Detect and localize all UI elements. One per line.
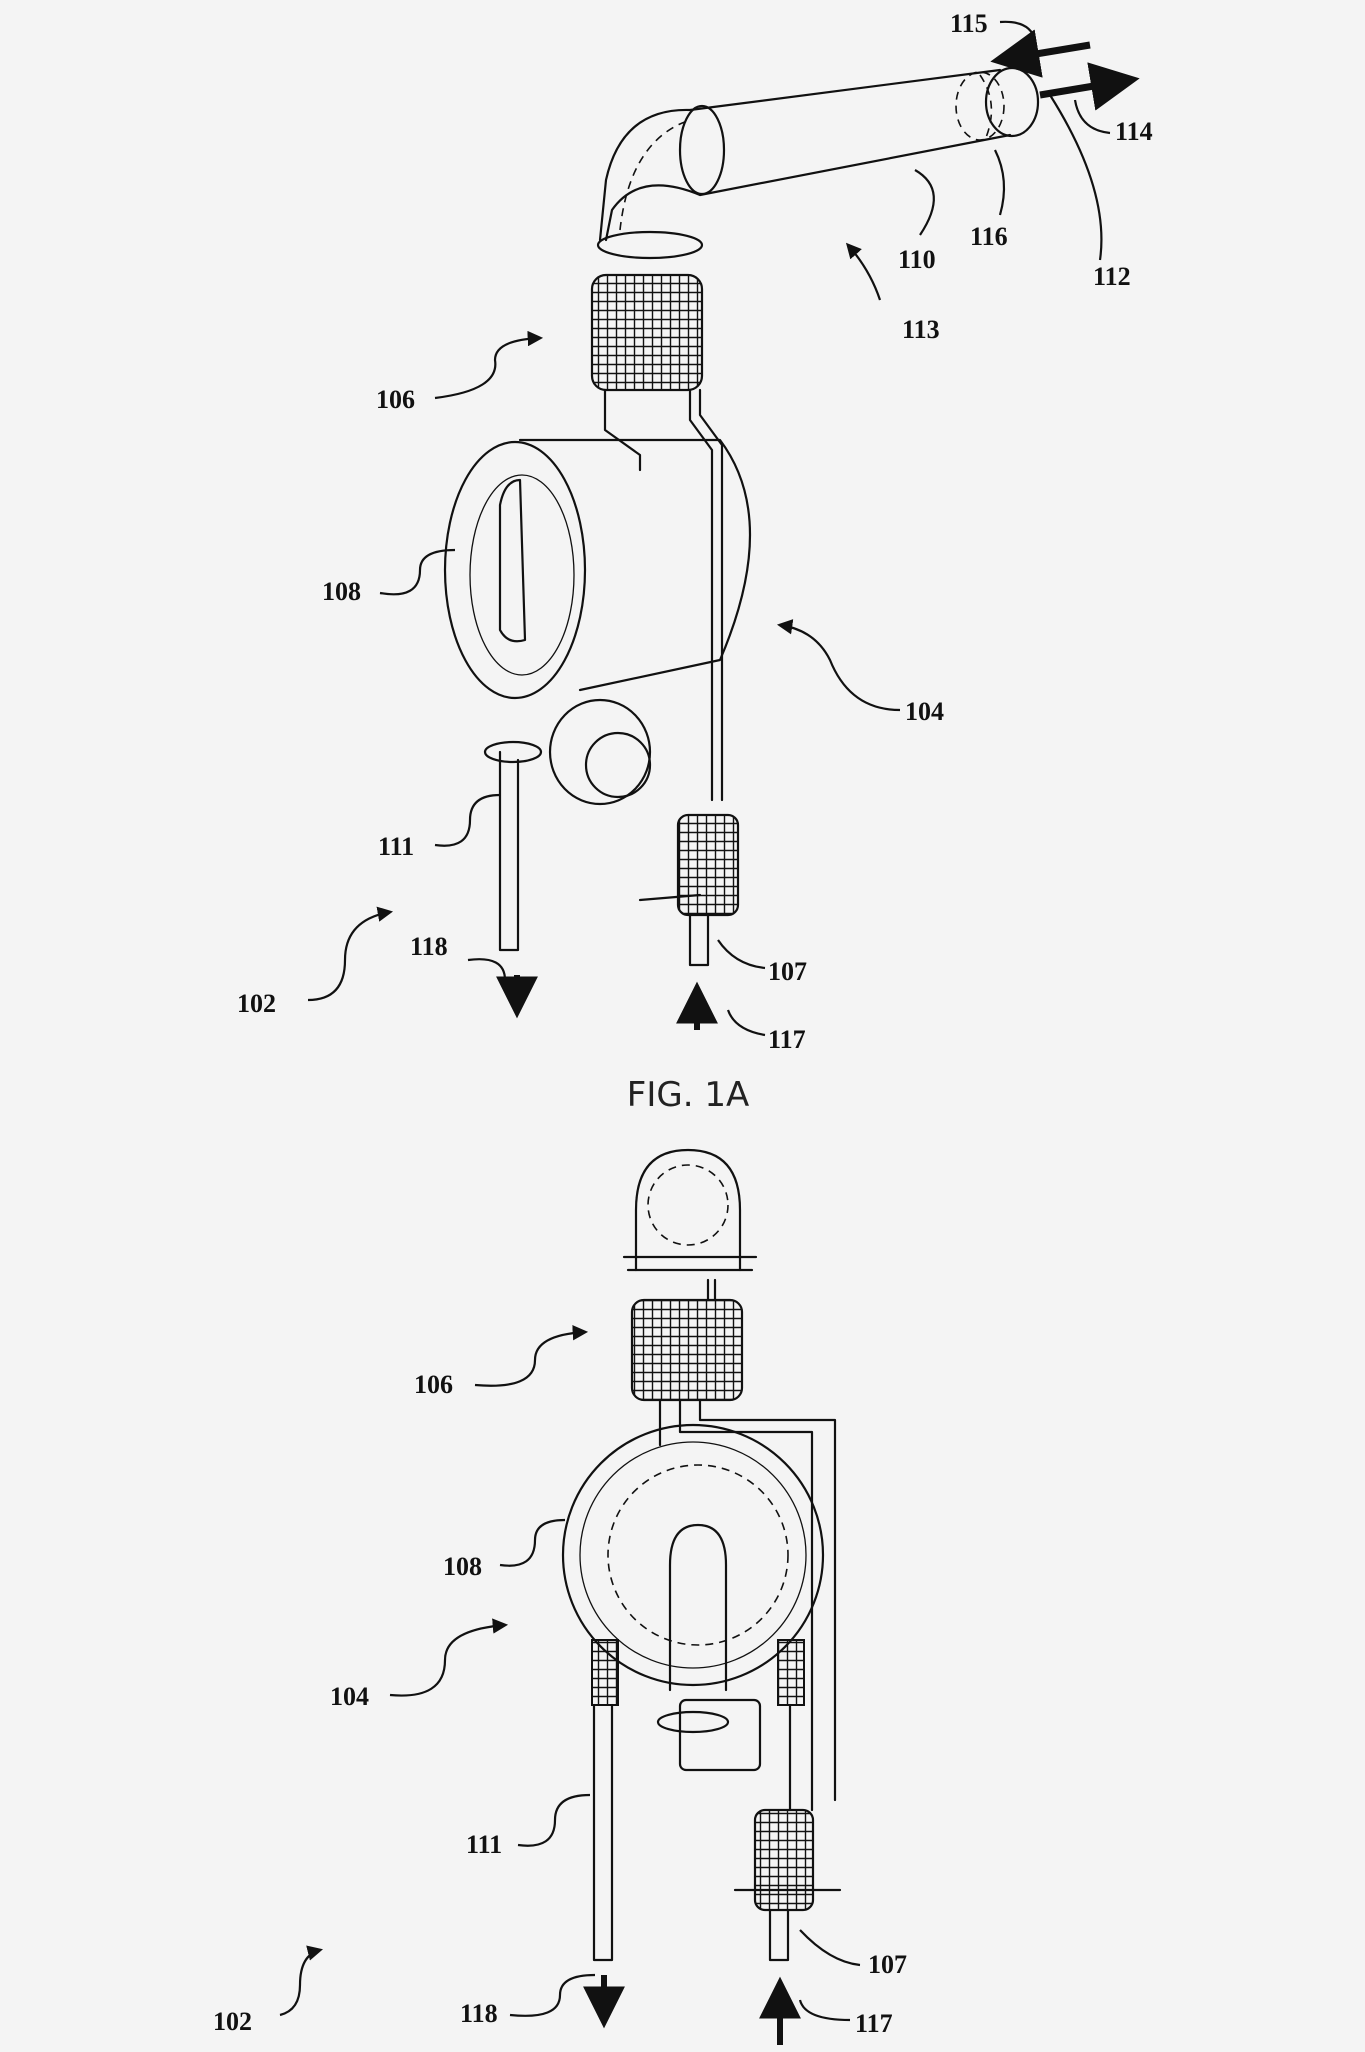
label-114: 114 (1115, 117, 1153, 146)
label-116: 116 (970, 222, 1008, 251)
elbow-tube (598, 68, 1012, 242)
pump-housing (518, 438, 752, 692)
leaders-1b (279, 1325, 861, 2022)
outlet-pipe-b (592, 1703, 614, 1962)
leaders-1a (307, 20, 1111, 1037)
inlet-pipe (638, 893, 710, 967)
label-102-b: 102 (213, 2007, 252, 2036)
motor-cap (548, 698, 652, 806)
u-tube-loop (498, 478, 527, 643)
label-117-b: 117 (855, 2009, 893, 2038)
lower-mesh-filter (676, 813, 740, 917)
label-111-a: 111 (378, 832, 414, 861)
upper-mesh-filter (590, 273, 704, 392)
label-118-b: 118 (460, 1999, 498, 2028)
tube-opening (678, 104, 726, 196)
tube-end-cap (984, 66, 1040, 138)
flow-arrows-1b (583, 1975, 801, 2045)
label-108-a: 108 (322, 577, 361, 606)
flange-ring (596, 230, 704, 260)
inlet-pipe-b (733, 1888, 842, 1962)
label-112: 112 (1093, 262, 1131, 291)
label-113: 113 (902, 315, 940, 344)
motor-block-b (678, 1698, 762, 1772)
pump-face (443, 440, 587, 700)
flow-arrows-1a (496, 29, 1140, 1030)
label-115: 115 (950, 9, 988, 38)
label-104-a: 104 (905, 697, 944, 726)
upper-mesh-filter-b (630, 1298, 744, 1402)
figure-1a-device (443, 66, 1040, 967)
tube-top-view (634, 1148, 742, 1272)
outlet-pipe (498, 750, 520, 952)
label-106-b: 106 (414, 1370, 453, 1399)
label-118-a: 118 (410, 932, 448, 961)
label-110: 110 (898, 245, 936, 274)
figure-caption-1a: FIG. 1A (627, 1075, 749, 1115)
label-111-b: 111 (466, 1830, 502, 1859)
u-tube-b (668, 1523, 728, 1692)
label-104-b: 104 (330, 1682, 369, 1711)
label-108-b: 108 (443, 1552, 482, 1581)
figure-1b-device (561, 1148, 842, 1962)
label-107-b: 107 (868, 1950, 907, 1979)
label-107-a: 107 (768, 957, 807, 986)
label-106-a: 106 (376, 385, 415, 414)
lower-mesh-filter-b (753, 1808, 815, 1912)
label-102-a: 102 (237, 989, 276, 1018)
pump-face-b (561, 1423, 825, 1687)
label-117-a: 117 (768, 1025, 806, 1054)
